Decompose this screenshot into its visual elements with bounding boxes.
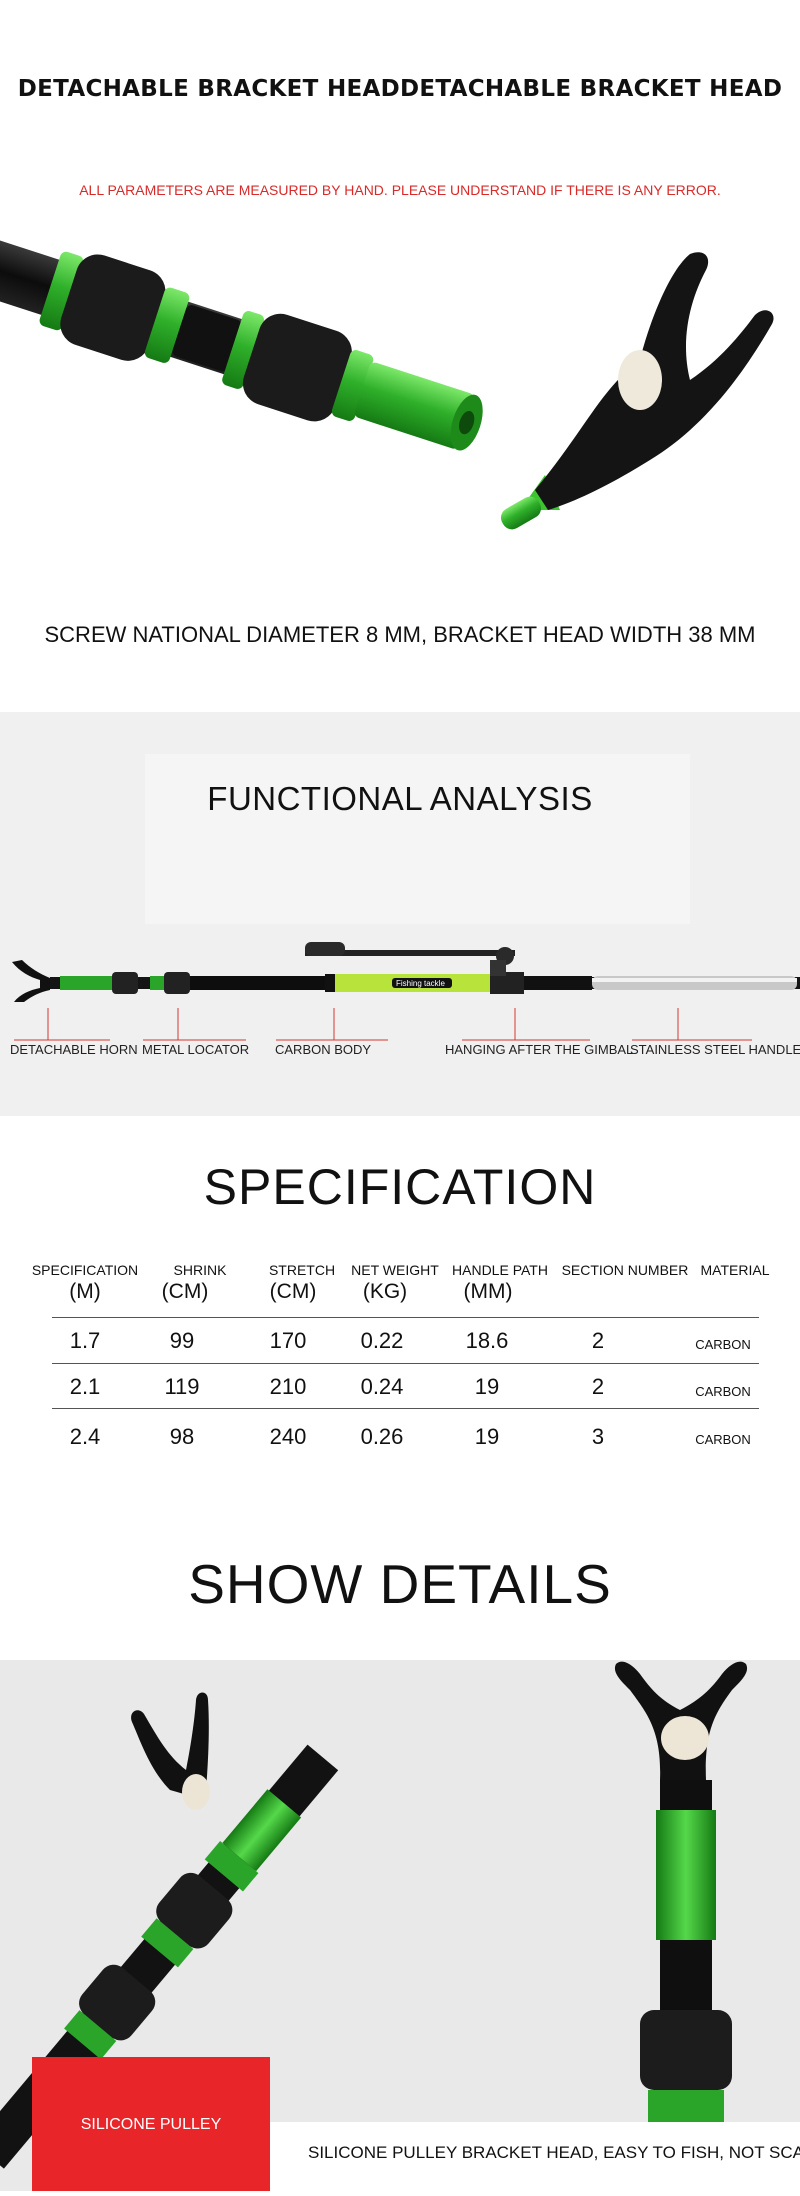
- caption-strip: [270, 2122, 800, 2191]
- label-carbon-body: CARBON BODY: [275, 1042, 372, 1057]
- specification-table: SPECIFICATION SHRINK STRETCH NET WEIGHT …: [0, 1260, 800, 1460]
- unit-net-weight: (KG): [362, 1280, 408, 1303]
- table-cell: 19: [474, 1424, 500, 1449]
- table-cell: 240: [269, 1424, 307, 1449]
- functional-analysis-section: FUNCTIONAL ANALYSIS Fishing tackle: [0, 712, 800, 1116]
- header-net-weight: NET WEIGHT: [351, 1262, 439, 1278]
- header-specification: SPECIFICATION: [31, 1262, 139, 1278]
- specification-title: SPECIFICATION: [203, 1159, 597, 1215]
- rod-tip-image: [0, 240, 483, 451]
- horn-icon: [12, 960, 50, 1002]
- label-steel-handle: STAINLESS STEEL HANDLE: [630, 1042, 800, 1057]
- rod-tip-and-bracket-photo: [0, 240, 774, 530]
- detail-caption: SILICONE PULLEY BRACKET HEAD, EASY TO FI…: [308, 2143, 800, 2162]
- table-cell: CARBON: [695, 1384, 751, 1399]
- table-cell: 3: [591, 1424, 605, 1449]
- title-panel: [145, 754, 690, 924]
- table-cell: 99: [169, 1328, 195, 1353]
- label-gimbal: HANGING AFTER THE GIMBAL: [445, 1042, 634, 1057]
- table-cell: 0.22: [360, 1328, 404, 1353]
- row-divider: [52, 1317, 759, 1318]
- measurement-note: ALL PARAMETERS ARE MEASURED BY HAND. PLE…: [79, 182, 721, 198]
- feature-badge: [32, 2057, 270, 2191]
- header-handle-path: HANDLE PATH: [452, 1262, 548, 1278]
- row-divider: [52, 1408, 759, 1409]
- bracket-head-title: DETACHABLE BRACKET HEADDETACHABLE BRACKE…: [17, 76, 783, 102]
- table-cell: 2.1: [69, 1374, 101, 1399]
- unit-stretch: (CM): [269, 1280, 317, 1303]
- table-cell: 170: [269, 1328, 307, 1353]
- svg-text:Fishing tackle: Fishing tackle: [396, 979, 445, 988]
- feature-badge-label: SILICONE PULLEY: [80, 2116, 222, 2133]
- table-cell: CARBON: [695, 1432, 751, 1447]
- screw-spec-caption: SCREW NATIONAL DIAMETER 8 MM, BRACKET HE…: [44, 622, 756, 647]
- header-stretch: STRETCH: [268, 1262, 336, 1278]
- table-cell: 98: [169, 1424, 195, 1449]
- table-cell: 2: [591, 1374, 605, 1399]
- table-cell: 18.6: [465, 1328, 509, 1353]
- table-cell: 119: [164, 1374, 200, 1399]
- functional-analysis-title: FUNCTIONAL ANALYSIS: [207, 780, 593, 817]
- table-cell: 0.24: [360, 1374, 404, 1399]
- unit-shrink: (CM): [161, 1280, 209, 1303]
- table-cell: 210: [269, 1374, 307, 1399]
- label-metal-locator: METAL LOCATOR: [142, 1042, 250, 1057]
- unit-handle-path: (MM): [463, 1280, 513, 1303]
- bracket-head-image: [500, 252, 774, 530]
- table-cell: 0.26: [360, 1424, 404, 1449]
- header-section-number: SECTION NUMBER: [561, 1262, 689, 1278]
- full-rod-diagram: Fishing tackle: [12, 942, 800, 1041]
- label-detachable-horn: DETACHABLE HORN: [10, 1042, 138, 1057]
- show-details-title: SHOW DETAILS: [188, 1553, 612, 1615]
- table-cell: 19: [474, 1374, 500, 1399]
- header-shrink: SHRINK: [173, 1262, 227, 1278]
- row-divider: [52, 1363, 759, 1364]
- table-cell: CARBON: [695, 1337, 751, 1352]
- table-cell: 2: [591, 1328, 605, 1353]
- header-material: MATERIAL: [700, 1262, 770, 1278]
- table-cell: 1.7: [69, 1328, 101, 1353]
- table-cell: 2.4: [69, 1424, 101, 1449]
- unit-specification: (M): [69, 1280, 101, 1303]
